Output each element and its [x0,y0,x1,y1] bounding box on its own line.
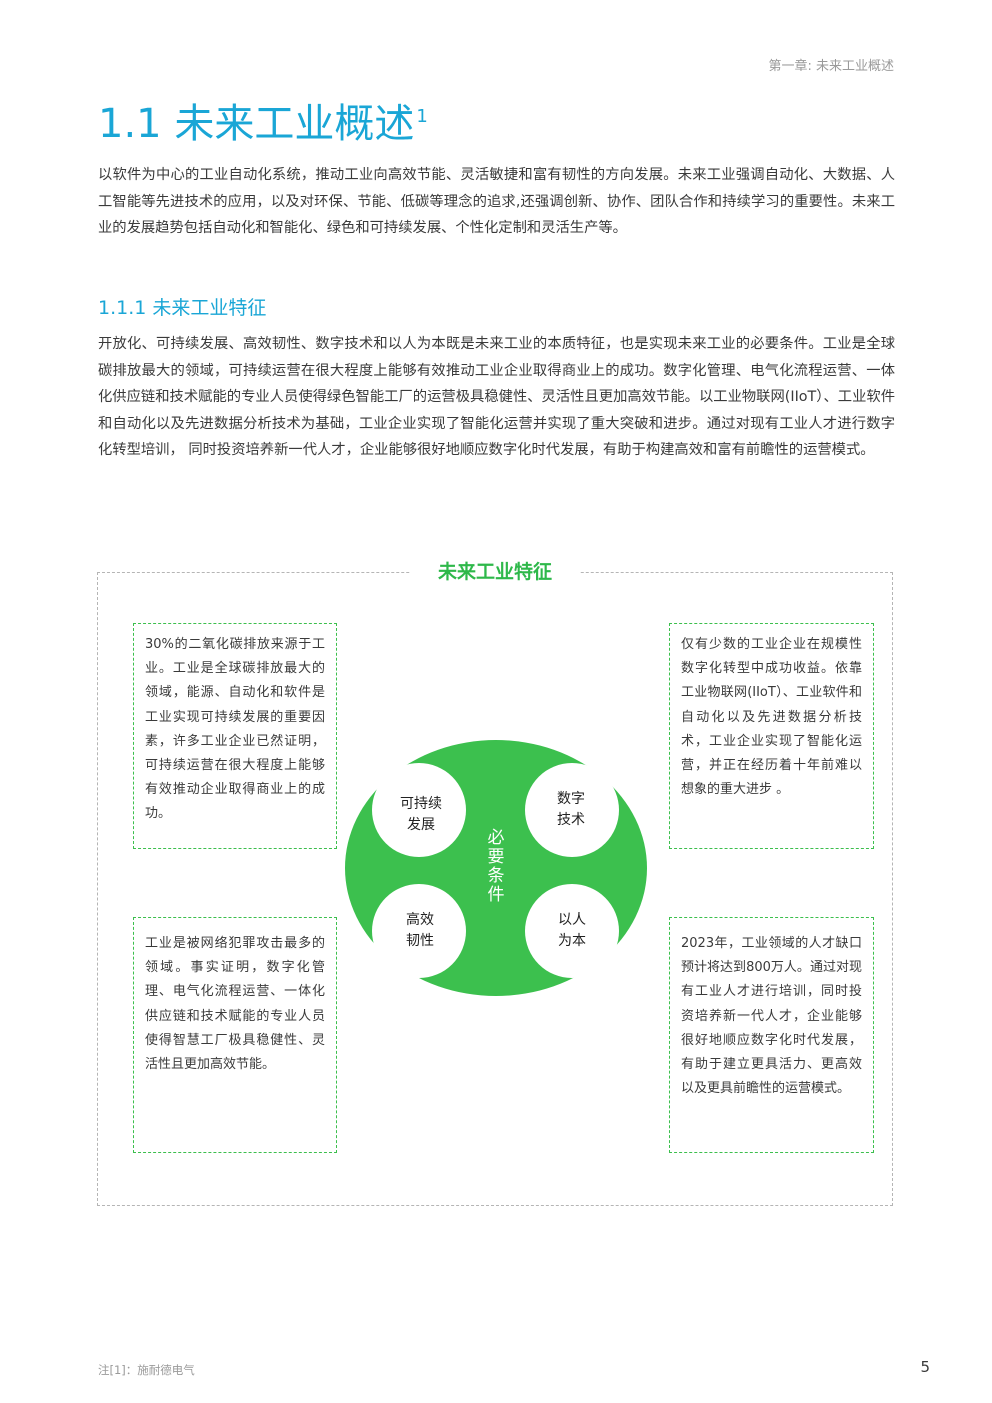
figure-title: 未来工业特征 [410,558,580,586]
chapter-label: 第一章: 未来工业概述 [768,59,894,74]
feature-paragraph: 开放化、可持续发展、高效韧性、数字技术和以人为本既是未来工业的本质特征，也是实现… [98,336,895,458]
card-resilience: 工业是被网络犯罪攻击最多的领域。事实证明，数字化管理、电气化流程运营、一体化供应… [133,917,337,1153]
footnote-ref[interactable]: 1 [416,106,428,127]
intro-paragraph: 以软件为中心的工业自动化系统，推动工业向高效节能、灵活敏捷和富有韧性的方向发展。… [98,167,895,236]
subsection-title: 1.1.1 未来工业特征 [98,297,267,319]
section-title-text: 1.1 未来工业概述 [98,101,415,147]
card-sustainability: 30%的二氧化碳排放来源于工业。工业是全球碳排放最大的领域，能源、自动化和软件是… [133,623,337,849]
card-digital-technology: 仅有少数的工业企业在规模性数字化转型中成功收益。依靠工业物联网(IIoT）、工业… [669,623,874,849]
card-people-oriented: 2023年，工业领域的人才缺口预计将达到800万人。通过对现有工业人才进行培训，… [669,917,874,1153]
page-number: 5 [920,1358,930,1376]
footnote: 注[1]：施耐德电气 [98,1363,195,1377]
